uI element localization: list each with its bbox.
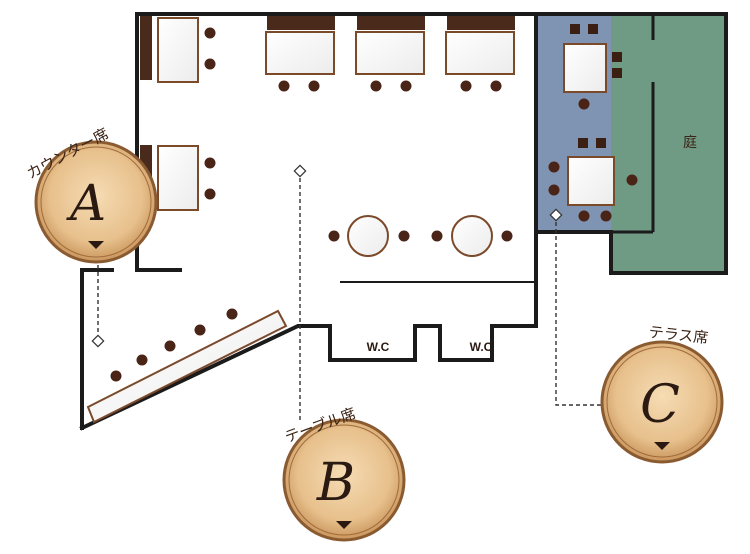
marker-c[interactable]: C テラス席 [600,323,724,464]
round-table-2 [451,215,493,257]
garden-zone [611,14,726,273]
marker-b[interactable]: B テーブル席 [282,404,406,542]
garden-label: 庭 [683,134,697,151]
wc-right-label: W.C [470,340,493,354]
leader-lines [97,178,612,420]
leader-diamonds [91,164,563,348]
table-a1 [157,17,199,83]
marker-a-arrow-icon [88,241,104,249]
marker-a-badge [34,140,158,264]
marker-c-arrow-icon [654,442,670,450]
marker-c-letter: C [640,375,680,435]
table-a2 [157,145,199,211]
marker-b-arrow-icon [336,521,352,529]
counter-bar [86,309,288,424]
wc-left-label: W.C [367,340,390,354]
chairs [110,27,638,382]
marker-b-letter: B [316,453,355,513]
square-chairs [570,24,622,148]
round-table-1 [347,215,389,257]
table-b1 [265,31,335,75]
table-c2 [567,156,615,206]
table-b2 [355,31,425,75]
table-b3 [445,31,515,75]
marker-a-letter: A [66,174,106,232]
table-c1 [563,43,607,93]
tables [86,17,615,424]
marker-c-badge [600,340,724,464]
marker-b-badge [282,418,406,542]
walls [79,12,728,431]
